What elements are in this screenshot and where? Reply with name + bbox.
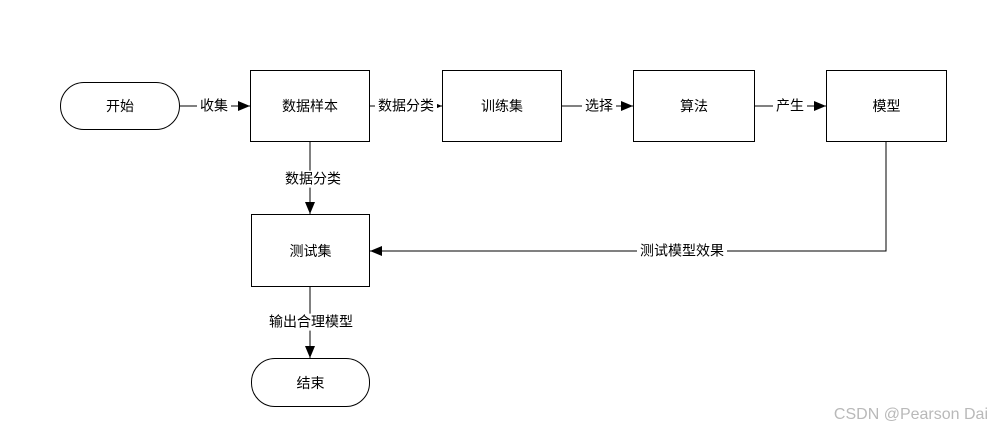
- edge-label-select: 选择: [582, 97, 616, 115]
- edge-label-evaluate: 测试模型效果: [637, 242, 727, 260]
- edge-label-output: 输出合理模型: [266, 313, 356, 331]
- edge-evaluate-line: [370, 142, 887, 256]
- node-algorithm-label: 算法: [680, 98, 708, 114]
- node-start-label: 开始: [106, 98, 134, 114]
- node-end-label: 结束: [296, 374, 325, 391]
- edge-label-collect: 收集: [197, 97, 231, 115]
- watermark-text: CSDN @Pearson Dai: [833, 406, 988, 423]
- node-test-set-label: 测试集: [289, 242, 332, 259]
- node-start: 开始: [60, 82, 180, 130]
- node-model: 模型: [826, 70, 947, 142]
- node-end: 结束: [251, 358, 370, 407]
- node-algorithm: 算法: [633, 70, 755, 142]
- edge-label-classify-test: 数据分类: [282, 170, 344, 188]
- node-data-sample: 数据样本: [250, 70, 370, 142]
- node-training-set: 训练集: [442, 70, 562, 142]
- edge-label-classify-train: 数据分类: [375, 97, 437, 115]
- node-data-sample-label: 数据样本: [282, 98, 338, 114]
- edge-label-produce: 产生: [773, 97, 807, 115]
- node-model-label: 模型: [872, 98, 901, 114]
- node-training-set-label: 训练集: [481, 98, 523, 114]
- node-test-set: 测试集: [251, 214, 370, 287]
